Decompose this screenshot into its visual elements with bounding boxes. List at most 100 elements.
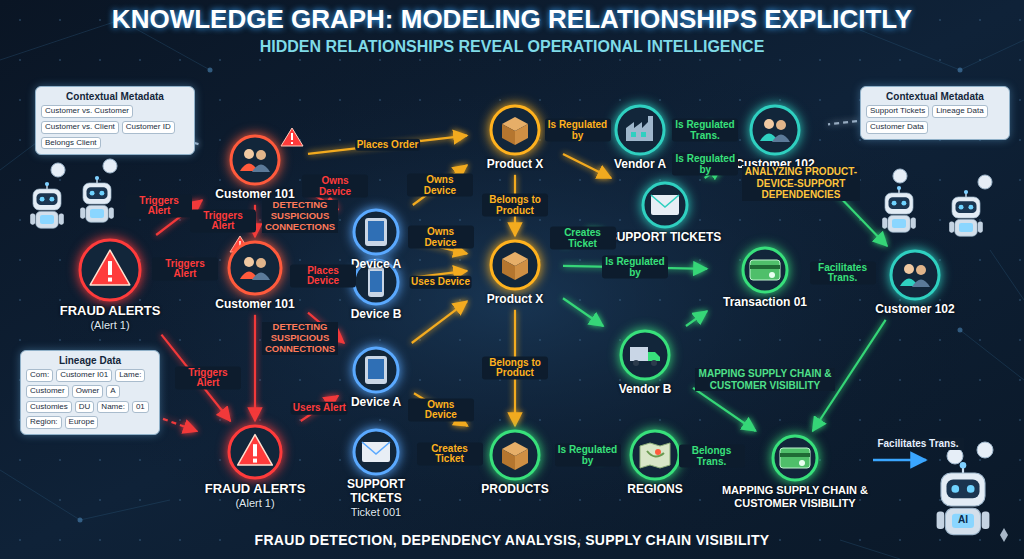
- relation-connector: [308, 136, 467, 154]
- node-label: FRAUD ALERTS: [55, 304, 165, 319]
- robot-badge: AI: [952, 514, 974, 526]
- panel-item: Europe: [65, 416, 99, 429]
- node-icon: [614, 104, 666, 156]
- node-label: Device B: [341, 308, 411, 322]
- node-label: SUPPORT TICKETS: [323, 478, 429, 506]
- panel-item: DU: [75, 401, 95, 414]
- node-icon: [229, 134, 281, 186]
- edge-label: Creates Ticket: [417, 442, 483, 465]
- node-icon: [352, 428, 400, 476]
- edge-label: Triggers Alert: [190, 209, 256, 232]
- panel-item: Lineage Data: [932, 105, 988, 118]
- panel-item: Customer ID: [122, 121, 175, 134]
- node-icon: [641, 181, 689, 229]
- edge-label: Is Regulated by: [602, 256, 668, 279]
- panel-item: A: [106, 385, 119, 398]
- edge-label: Places Order: [355, 138, 421, 151]
- node-label: Product X: [470, 293, 560, 307]
- node-icon: [489, 239, 541, 291]
- panel-body: Com:Customer I01Lame:CustomerOwnerACusto…: [26, 369, 154, 429]
- annotation: DETECTING SUSPICIOUS CONNECTIONS: [262, 322, 338, 355]
- metadata-panel: Contextual MetadataSupport TicketsLineag…: [860, 86, 1010, 140]
- panel-item: Belongs Client: [41, 137, 101, 150]
- graph-node: Vendor B: [600, 329, 690, 397]
- panel-item: Lame:: [115, 369, 145, 382]
- panel-item: Customer vs. Customer: [41, 105, 133, 118]
- node-label: (Alert 1): [200, 497, 310, 510]
- flow-arrow: [873, 459, 926, 462]
- node-label: MAPPING SUPPLY CHAIN & CUSTOMER VISIBILI…: [720, 484, 870, 509]
- edge-label: Owns Device: [407, 174, 473, 197]
- graph-node: FRAUD ALERTS(Alert 1): [55, 238, 165, 332]
- panel-body: Customer vs. CustomerCustomer vs. Client…: [41, 105, 189, 149]
- annotation: MAPPING SUPPLY CHAIN & CUSTOMER VISIBILI…: [695, 368, 835, 391]
- graph-node: FRAUD ALERTS(Alert 1): [200, 424, 310, 510]
- graph-node: Product X: [470, 239, 560, 307]
- edge-label: Is Regulated by: [555, 444, 621, 467]
- edge-label: Owns Device: [302, 175, 368, 198]
- graph-node: PRODUCTS: [470, 429, 560, 497]
- graph-node: Device A: [341, 346, 411, 410]
- node-icon: [352, 208, 400, 256]
- graph-node: SUPPORT TICKETS: [605, 181, 725, 245]
- panel-item: Com:: [26, 369, 53, 382]
- node-label: Transaction 01: [710, 296, 820, 310]
- edge-label: Facilitates Trans.: [810, 261, 876, 284]
- graph-node: Device A: [341, 208, 411, 272]
- graph-node: Customer 101: [205, 134, 305, 202]
- panel-title: Contextual Metadata: [866, 91, 1004, 102]
- node-icon: [489, 429, 541, 481]
- panel-body: Support TicketsLineage DataCustomer Data: [866, 105, 1004, 134]
- node-label: (Alert 1): [55, 319, 165, 332]
- relation-connector: [686, 311, 707, 326]
- node-icon: [749, 104, 801, 156]
- edge-label: Is Regulated by: [545, 119, 611, 142]
- graph-node: SUPPORT TICKETSTicket 001: [323, 428, 429, 518]
- graph-node: Transaction 01: [710, 246, 820, 310]
- node-label: PRODUCTS: [470, 483, 560, 497]
- metadata-panel: Contextual MetadataCustomer vs. Customer…: [35, 86, 195, 155]
- panel-item: Owner: [72, 385, 104, 398]
- edge-label: Triggers Alert: [152, 257, 218, 280]
- panel-item: Support Tickets: [866, 105, 929, 118]
- edge-label: Is Regulated by: [672, 153, 738, 176]
- node-label: Customer 102: [865, 303, 965, 317]
- panel-item: Customies: [26, 401, 72, 414]
- edge-label: Owns Device: [408, 226, 474, 249]
- node-label: Customer 101: [205, 298, 305, 312]
- node-icon: [619, 329, 671, 381]
- metadata-panel: Lineage DataCom:Customer I01Lame:Custome…: [20, 350, 160, 435]
- edge-label: Places Device: [290, 264, 356, 287]
- node-icon: [771, 434, 819, 482]
- relation-connector: [693, 388, 756, 431]
- annotation: Facilitates Trans.: [872, 438, 964, 450]
- edge-label: Triggers Alert: [175, 366, 241, 389]
- relation-connector: [563, 298, 603, 326]
- robot-figure: [30, 176, 989, 535]
- panel-item: Customer Data: [866, 121, 928, 134]
- panel-item: 01: [132, 401, 149, 414]
- annotation: ANALYZING PRODUCT-DEVICE-SUPPORT DEPENDE…: [742, 166, 860, 201]
- panel-title: Lineage Data: [26, 355, 154, 366]
- annotation: DETECTING SUSPICIOUS CONNECTIONS: [262, 200, 338, 233]
- node-label: Product X: [470, 158, 560, 172]
- panel-item: Customer: [26, 385, 69, 398]
- panel-item: Name:: [97, 401, 129, 414]
- edge-label: Triggers Alert: [126, 194, 192, 217]
- node-icon: [629, 429, 681, 481]
- relation-connector: [163, 419, 197, 431]
- relation-connector: [412, 301, 467, 343]
- node-icon: [889, 249, 941, 301]
- edge-label: Belongs to Product: [482, 356, 548, 379]
- graph-node: Customer 102: [725, 104, 825, 172]
- node-icon: [227, 424, 283, 480]
- edge-label: Owns Device: [408, 398, 474, 421]
- diagram-caption: FRAUD DETECTION, DEPENDENCY ANALYSIS, SU…: [0, 532, 1024, 548]
- node-icon: [741, 246, 789, 294]
- node-label: Device A: [341, 396, 411, 410]
- edge-label: Users Alert: [291, 402, 348, 415]
- panel-item: Region:: [26, 416, 62, 429]
- node-icon: [227, 240, 283, 296]
- node-icon: [352, 346, 400, 394]
